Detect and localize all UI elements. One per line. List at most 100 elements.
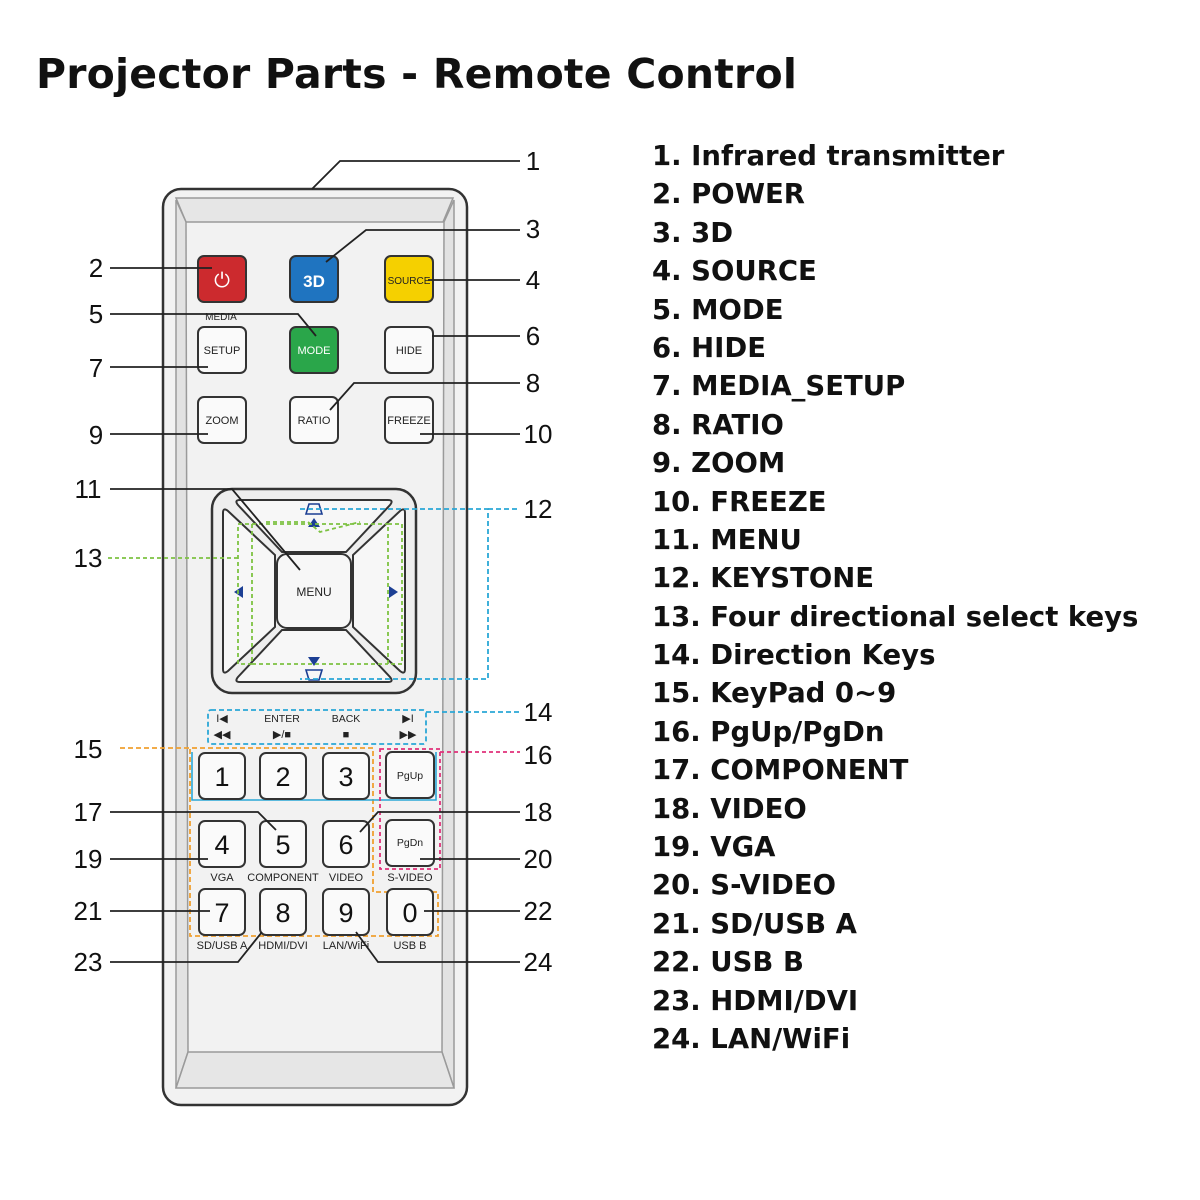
callout-number-10: 10 [524,419,553,449]
keypad-digit: 3 [338,762,353,792]
keypad-key-shape [259,752,307,800]
pgdn-button[interactable]: PgDn [385,819,435,867]
power-icon: ⏻ [214,270,230,292]
callout-number-14: 14 [524,697,553,727]
mode-button[interactable]: MODE [289,326,339,374]
callout-number-17: 17 [74,797,103,827]
menu-button[interactable]: MENU [276,553,352,629]
next-icon[interactable]: ▶I [402,713,414,725]
freeze-button[interactable]: FREEZE [384,396,434,444]
keypad-key-shape [259,888,307,936]
keypad-key-shape [322,752,370,800]
right-key[interactable] [352,508,406,674]
right-arrow-icon [389,586,398,598]
parts-list-item: 16. PgUp/PgDn [652,715,885,748]
direction-pad: MENU [210,487,418,695]
keypad-digit: 4 [214,830,229,860]
play-pause-icon[interactable]: ▶/■ [273,729,291,741]
back-label[interactable]: BACK [332,713,361,725]
media-setup-button[interactable]: SETUP [197,326,247,374]
keystone-up-icon [304,503,324,515]
keypad-digit: 0 [402,898,417,928]
hide-button-label: HIDE [396,345,422,357]
parts-list-item: 10. FREEZE [652,485,827,518]
ratio-button[interactable]: RATIO [289,396,339,444]
callout-number-11: 11 [75,474,102,504]
parts-list-item: 20. S-VIDEO [652,869,837,902]
keypad-digit: 7 [214,898,229,928]
zoom-button[interactable]: ZOOM [197,396,247,444]
parts-list-item: 4. SOURCE [652,255,817,288]
parts-list-item: 22. USB B [652,946,804,979]
freeze-button-label: FREEZE [387,415,430,427]
keystone-highlight [300,508,520,680]
parts-list-item: 17. COMPONENT [652,754,909,787]
keypad-key-shape [198,752,246,800]
rewind-icon[interactable]: ◀◀ [214,729,231,741]
keypad-key-7[interactable]: 7SD/USB A [197,888,248,952]
enter-label[interactable]: ENTER [264,713,300,725]
keypad-key-shape [259,820,307,868]
callout-number-16: 16 [524,740,553,770]
keypad-key-label: VGA [210,872,234,884]
stop-icon[interactable]: ■ [343,729,350,741]
callout-number-7: 7 [89,353,103,383]
menu-button-label: MENU [296,585,331,599]
parts-list-item: 15. KeyPad 0~9 [652,677,897,710]
left-key[interactable] [222,508,276,674]
keystone-down-icon [304,669,324,681]
source-button-label: SOURCE [388,276,431,287]
callout-number-19: 19 [74,844,103,874]
svideo-label: S-VIDEO [387,872,433,884]
mode-button-label: MODE [298,345,331,357]
down-key[interactable] [235,629,393,683]
page-title: Projector Parts - Remote Control [36,50,798,98]
keypad-key-1[interactable]: 1 [198,752,246,800]
callout-number-13: 13 [74,543,103,573]
keypad-key-label: USB B [393,940,426,952]
keypad-key-label: VIDEO [329,872,364,884]
media-keys-highlight [207,709,520,745]
pgup-button[interactable]: PgUp [385,751,435,799]
prev-icon[interactable]: I◀ [216,713,228,725]
keypad-digit: 5 [275,830,290,860]
power-button[interactable]: ⏻ [197,255,247,303]
keypad-digit: 8 [275,898,290,928]
callout-number-21: 21 [74,896,103,926]
pg-keys-highlight [379,748,520,870]
callout-number-24: 24 [524,947,553,977]
keypad-key-shape [322,888,370,936]
pgup-button-label: PgUp [397,770,423,782]
parts-list-item: 8. RATIO [652,408,784,441]
parts-list-item: 19. VGA [652,831,776,864]
callout-number-22: 22 [524,896,553,926]
keypad-key-label: LAN/WiFi [323,940,369,952]
3d-button-label: 3D [303,272,325,291]
keypad-digit: 1 [214,762,229,792]
source-button[interactable]: SOURCE [384,255,434,303]
parts-list-item: 6. HIDE [652,331,767,364]
3d-button[interactable]: 3D [289,255,339,303]
callout-number-9: 9 [89,420,103,450]
fast-forward-icon[interactable]: ▶▶ [400,729,417,741]
hide-button[interactable]: HIDE [384,326,434,374]
callout-number-3: 3 [526,214,540,244]
media-keys: I◀ ◀◀ ENTER ▶/■ BACK ■ ▶I ▶▶ [214,713,417,741]
callout-number-4: 4 [526,265,540,295]
keypad-key-2[interactable]: 2 [259,752,307,800]
callout-number-18: 18 [524,797,553,827]
down-arrow-icon [308,657,320,666]
keypad-digit: 2 [275,762,290,792]
keypad-key-3[interactable]: 3 [322,752,370,800]
parts-list-item: 13. Four directional select keys [652,600,1139,633]
keypad-digit: 9 [338,898,353,928]
